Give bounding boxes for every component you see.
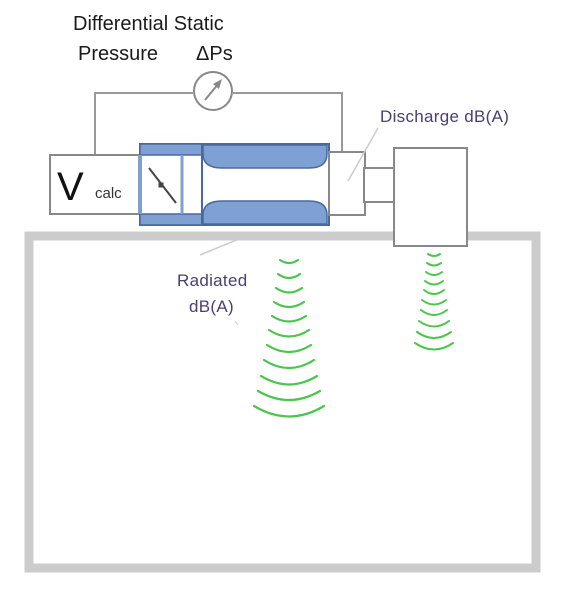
room-wall [24, 231, 541, 573]
delta-ps-label: ΔPs [196, 43, 233, 65]
damper-section [139, 143, 204, 226]
pressure-line-left [94, 92, 193, 155]
radiated-label-line1: Radiated [177, 271, 248, 290]
velocity-subscript: calc [95, 185, 122, 202]
pressure-line-right [233, 92, 343, 152]
discharge-sound-waves [414, 253, 454, 351]
acoustic-lining-bottom [202, 200, 328, 225]
discharge-leader-line [347, 127, 379, 182]
discharge-label: Discharge dB(A) [380, 107, 510, 126]
differential-static-title-line2: Pressure [78, 43, 159, 65]
radiated-label-line2: dB(A) [189, 297, 234, 316]
flow-measurement-box [49, 154, 143, 215]
velocity-symbol: V [57, 165, 84, 209]
differential-static-title-line1: Differential Static [73, 13, 224, 35]
damper-blade-icon [148, 167, 177, 204]
pressure-gauge-icon [193, 71, 233, 111]
acoustic-lining-top [202, 144, 328, 169]
discharge-plenum [393, 147, 468, 247]
discharge-connector [363, 167, 396, 203]
radiated-sound-waves [252, 258, 326, 418]
radiated-leader-line [199, 231, 257, 256]
